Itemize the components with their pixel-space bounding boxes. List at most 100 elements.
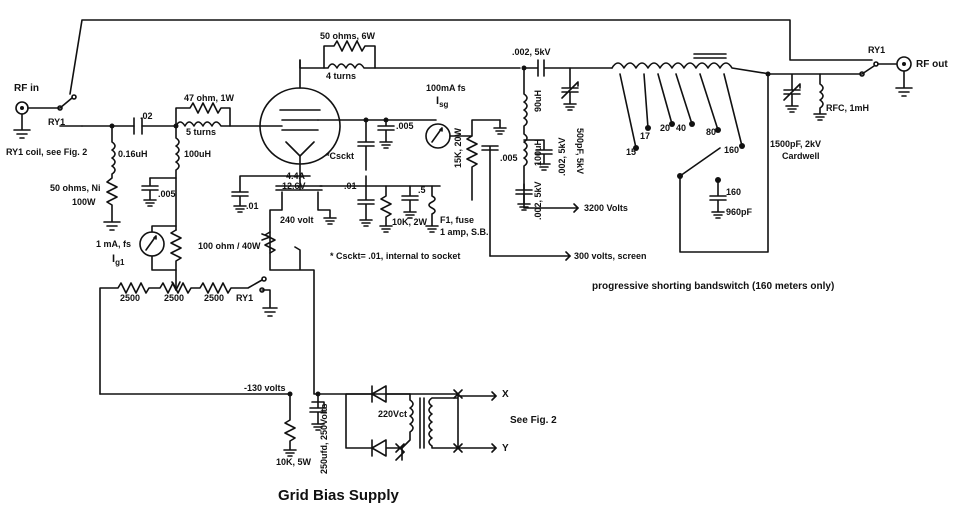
- r47-resistor: [175, 102, 231, 127]
- c005a-capacitor: [141, 177, 159, 207]
- loading-return: [679, 73, 769, 253]
- r2500b-label: 2500: [164, 293, 185, 303]
- fig2-label: See Fig. 2: [510, 415, 557, 426]
- ig1-label: Ig1: [112, 253, 125, 268]
- ry1-bias-label: RY1: [236, 293, 254, 303]
- coupling-capacitor: [523, 59, 613, 77]
- r10k5w-label: 10K, 5W: [276, 457, 312, 467]
- c02-capacitor: [133, 117, 143, 135]
- r2500c-label: 2500: [204, 293, 225, 303]
- tube-elements: [279, 109, 321, 157]
- tank-coil: [611, 62, 771, 75]
- fil44-label: 4.4A: [286, 171, 306, 181]
- isg-label: Isg: [436, 95, 449, 110]
- grid-bias-supply-title: Grid Bias Supply: [278, 487, 399, 504]
- input-network: [103, 125, 121, 231]
- c5-label: .5: [418, 185, 426, 195]
- csckt-label: *Csckt: [326, 151, 355, 161]
- c960-label: 960pF: [726, 207, 753, 217]
- ry1-in-label: RY1: [48, 117, 66, 127]
- r47-label: 47 ohm, 1W: [184, 93, 235, 103]
- r10k2w-label: 10K, 2W: [392, 217, 428, 227]
- c500-label: 500pF, 5kV: [575, 128, 585, 175]
- five-turn-coil: [175, 121, 261, 127]
- v130-label: -130 volts: [244, 383, 286, 393]
- ground-icon: [13, 113, 31, 139]
- screen-bypass: [339, 119, 437, 171]
- grid-choke: [175, 125, 180, 231]
- m100ma-label: 100mA fs: [426, 83, 466, 93]
- bias-filter-cap: [309, 393, 327, 431]
- parasitic-suppressor: [299, 59, 521, 69]
- r2500a-label: 2500: [120, 293, 141, 303]
- c005b-label: .005: [396, 121, 414, 131]
- f1-label: F1, fuse: [440, 215, 475, 225]
- band-taps: [619, 73, 743, 149]
- ry1-out-label: RY1: [868, 45, 886, 55]
- rf-out-label: RF out: [916, 59, 948, 70]
- ry1-in-switch: [27, 97, 73, 109]
- switch-160-label: 160: [726, 187, 742, 197]
- bias-rectifiers: [345, 385, 411, 457]
- c005a-label: .005: [158, 189, 176, 199]
- bias-bleeder: [99, 393, 297, 457]
- r15k-resistor: [449, 119, 501, 201]
- cathode-return: [269, 246, 459, 395]
- v300-label: 300 volts, screen: [574, 251, 647, 261]
- tap-80-label: 80: [706, 127, 717, 137]
- c01a-label: .01: [246, 201, 259, 211]
- tap-40-label: 40: [676, 123, 687, 133]
- r50ni-label: 50 ohms, Ni: [50, 183, 101, 193]
- bias-transformer: [401, 393, 425, 461]
- rfc-label: RFC, 1mH: [826, 103, 870, 113]
- screen-current-meter: [425, 123, 451, 149]
- csckt-note: * Csckt= .01, internal to socket: [330, 251, 461, 261]
- fil126-label: 12.6V: [282, 181, 306, 191]
- band-switch-rotor: [679, 147, 721, 177]
- c002a-label: .002, 5kV: [557, 137, 567, 176]
- c02-label: .02: [140, 111, 153, 121]
- c250-label: 250ufd, 250Volts: [319, 403, 329, 474]
- l90-label: 90uH: [533, 89, 543, 112]
- c002-top-label: .002, 5kV: [512, 47, 551, 57]
- rf-in-label: RF in: [14, 83, 39, 94]
- f1-rating-label: 1 amp, S.B.: [440, 227, 489, 237]
- r10k2w-resistor: [379, 185, 393, 233]
- r50ni-power-label: 100W: [72, 197, 96, 207]
- tank-core: [693, 53, 727, 59]
- filament-transformer: [269, 175, 337, 251]
- grid-current-meter: [139, 231, 165, 257]
- rfc-choke: [813, 73, 827, 121]
- m1ma-label: 1 mA, fs: [96, 239, 132, 249]
- tap-20-label: 20: [660, 123, 671, 133]
- l100-label: 100uH: [184, 149, 212, 159]
- c1500-label: 1500pF, 2kV: [770, 139, 822, 149]
- tap-17-label: 17: [640, 131, 651, 141]
- bandswitch-note: progressive shorting bandswitch (160 met…: [592, 281, 835, 292]
- v3200-label: 3200 Volts: [584, 203, 628, 213]
- fuse-f1: [425, 185, 439, 233]
- x-label: X: [502, 389, 509, 400]
- turns5-label: 5 turns: [186, 127, 217, 137]
- c01b-label: .01: [344, 181, 357, 191]
- r15k-label: 15K, 20W: [453, 127, 463, 168]
- v240-label: 240 volt: [280, 215, 314, 225]
- r100ohm-label: 100 ohm / 40W: [198, 241, 261, 251]
- l016-label: 0.16uH: [118, 149, 148, 159]
- c005c-label: .005: [500, 153, 518, 163]
- r50w6-label: 50 ohms, 6W: [320, 31, 376, 41]
- ry1-coil-label: RY1 coil, see Fig. 2: [6, 147, 88, 157]
- y-label: Y: [502, 443, 509, 454]
- tap-160-label: 160: [724, 145, 740, 155]
- turns4-label: 4 turns: [326, 71, 357, 81]
- relay-link-wire: [69, 19, 873, 95]
- load-capacitor: [767, 65, 875, 113]
- tap-15-label: 15: [626, 147, 637, 157]
- c002b-label: .002, 5kV: [533, 181, 543, 220]
- tune-capacitor: [561, 67, 579, 111]
- v220-label: 220Vct: [378, 409, 408, 419]
- l100b-label: 100uH: [533, 138, 543, 166]
- cardwell-label: Cardwell: [782, 151, 820, 161]
